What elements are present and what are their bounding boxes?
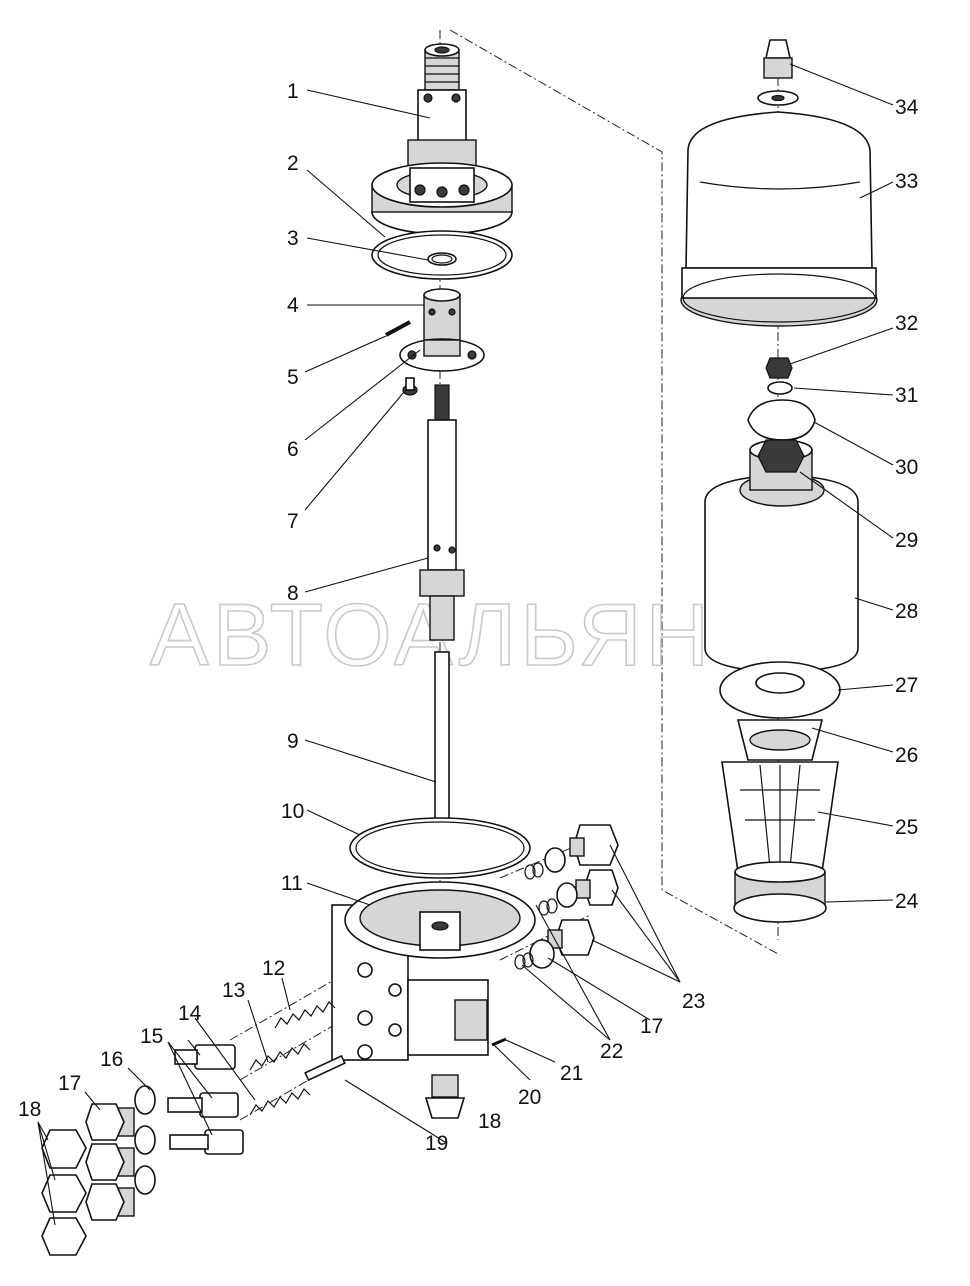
callout-7: 7 xyxy=(287,510,299,533)
part-28-rotor xyxy=(704,439,859,673)
callout-32: 32 xyxy=(895,312,918,335)
callout-leader-lines xyxy=(37,63,894,1226)
part-34-fitting xyxy=(757,39,799,106)
callout-1: 1 xyxy=(287,80,299,103)
part-32-nut xyxy=(765,357,793,379)
callout-31: 31 xyxy=(895,384,918,407)
part-12-13-14-springs xyxy=(249,1001,346,1116)
callout-22: 22 xyxy=(600,1040,623,1063)
callout-18-bottom: 18 xyxy=(478,1110,501,1133)
callout-25: 25 xyxy=(895,816,918,839)
callout-6: 6 xyxy=(287,438,299,461)
callout-3: 3 xyxy=(287,227,299,250)
part-26-spider xyxy=(736,719,824,761)
callout-9: 9 xyxy=(287,730,299,753)
callout-10: 10 xyxy=(281,800,304,823)
part-18-bolts-left xyxy=(41,1129,87,1256)
part-33-cap xyxy=(680,111,878,327)
part-2-rotor-top xyxy=(371,162,513,235)
part-31-washer xyxy=(767,381,793,395)
callout-21: 21 xyxy=(560,1062,583,1085)
callout-24: 24 xyxy=(895,890,919,913)
part-15-valves xyxy=(167,1044,244,1155)
part-17-washers-right xyxy=(529,847,578,969)
callout-4: 4 xyxy=(287,294,299,317)
part-1-axle-fitting xyxy=(407,43,477,181)
callout-16: 16 xyxy=(100,1048,123,1071)
callout-28: 28 xyxy=(895,600,918,623)
part-8-rotor-shaft xyxy=(419,384,465,641)
callout-23: 23 xyxy=(682,990,705,1013)
callout-17-right: 17 xyxy=(640,1015,663,1038)
part-25-filter-screen xyxy=(721,761,839,873)
callout-13: 13 xyxy=(222,979,245,1002)
callout-15: 15 xyxy=(140,1025,163,1048)
part-22-seal-rings xyxy=(514,862,558,970)
part-10-o-ring xyxy=(349,817,531,879)
callout-26: 26 xyxy=(895,744,918,767)
part-11-housing xyxy=(331,881,536,1061)
part-6-flange xyxy=(399,338,485,372)
callout-34: 34 xyxy=(895,96,919,119)
callout-2: 2 xyxy=(287,152,299,175)
part-7-screw xyxy=(402,377,418,396)
callout-14: 14 xyxy=(178,1002,202,1025)
callout-19: 19 xyxy=(425,1132,448,1155)
callout-18-left: 18 xyxy=(18,1098,41,1121)
part-17-plugs-left xyxy=(85,1103,135,1221)
part-21-screw xyxy=(491,1037,507,1047)
callout-8: 8 xyxy=(287,582,299,605)
part-2-gasket-inner xyxy=(377,234,507,276)
watermark-text: АВТОАЛЬЯНС xyxy=(150,585,781,684)
part-27-washer xyxy=(719,661,841,719)
callout-labels: 1 2 3 4 5 6 7 8 9 10 11 12 13 14 15 16 1… xyxy=(18,80,919,1155)
callout-11: 11 xyxy=(281,872,303,895)
part-24-filter-base xyxy=(733,861,827,923)
callout-20: 20 xyxy=(518,1086,541,1109)
part-23-plugs xyxy=(547,824,619,956)
callout-17-left: 17 xyxy=(58,1072,81,1095)
part-18-drain-plug xyxy=(424,1074,466,1119)
part-3-o-ring-inner xyxy=(431,254,453,264)
part-10-o-ring-inner xyxy=(355,821,525,875)
callout-27: 27 xyxy=(895,674,918,697)
callout-29: 29 xyxy=(895,529,918,552)
callout-33: 33 xyxy=(895,170,918,193)
part-30-lock-ring xyxy=(747,399,816,441)
callout-30: 30 xyxy=(895,456,918,479)
part-5-pin xyxy=(385,320,411,337)
part-4-nozzle xyxy=(423,288,461,341)
callout-5: 5 xyxy=(287,366,299,389)
callout-12: 12 xyxy=(262,957,285,980)
part-16-washers xyxy=(134,1085,156,1195)
